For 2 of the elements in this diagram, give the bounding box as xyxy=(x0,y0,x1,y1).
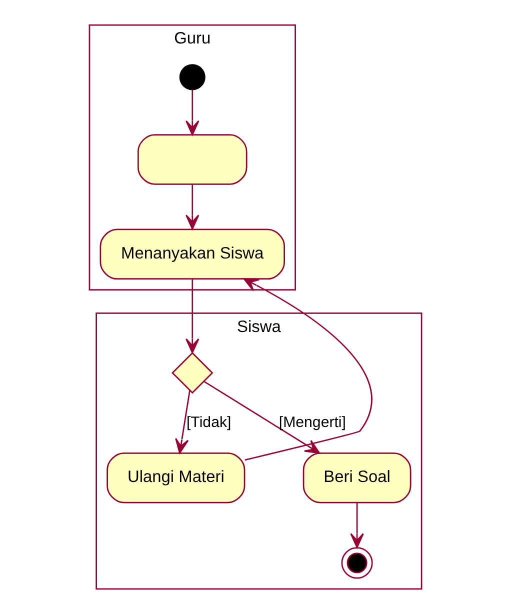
edge-label: [Tidak] xyxy=(186,414,231,431)
edge-label: [Mengerti] xyxy=(278,414,346,431)
